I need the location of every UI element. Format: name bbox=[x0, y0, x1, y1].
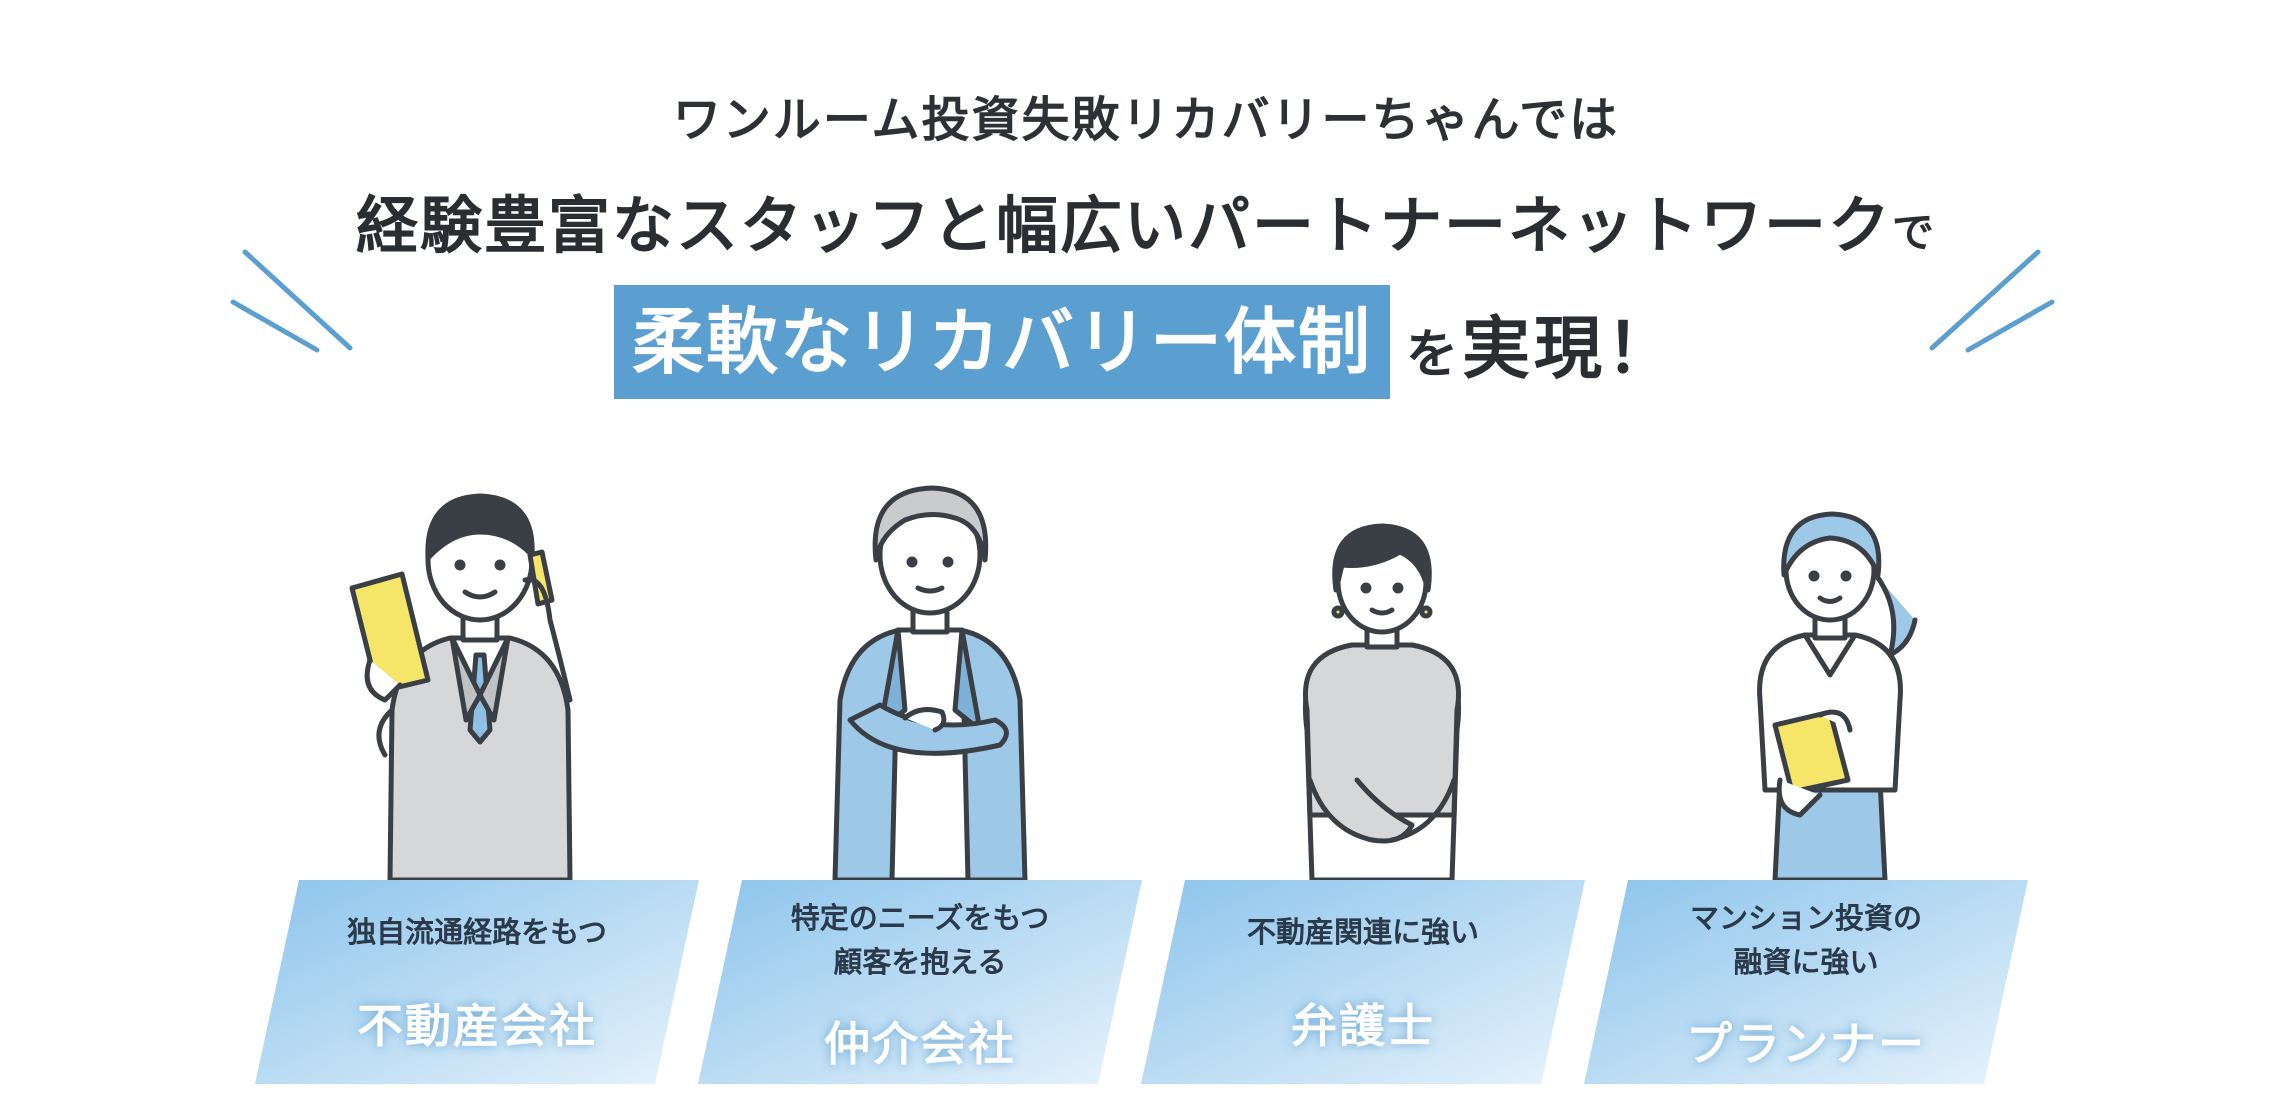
partner-card-real-estate: 独自流通経路をもつ 不動産会社 bbox=[255, 880, 699, 1084]
card-subtitle: マンション投資の bbox=[1689, 901, 1922, 935]
partner-card-brokerage: 特定のニーズをもつ 顧客を抱える 仲介会社 bbox=[698, 880, 1142, 1084]
card-background bbox=[1141, 880, 1585, 1084]
accent-lines-left-icon bbox=[230, 249, 353, 353]
headline-highlight: 柔軟なリカバリー体制 bbox=[613, 285, 1390, 399]
woman-holding-notebook-icon bbox=[1757, 511, 1918, 880]
partner-card-planner: マンション投資の 融資に強い プランナー bbox=[1584, 880, 2028, 1084]
card-subtitle-line2: 融資に強い bbox=[1733, 945, 1879, 979]
card-subtitle: 不動産関連に強い bbox=[1246, 915, 1479, 949]
card-background bbox=[1584, 880, 2028, 1084]
card-subtitle: 特定のニーズをもつ bbox=[790, 901, 1050, 935]
card-background bbox=[255, 880, 699, 1084]
man-crossed-arms-icon bbox=[832, 485, 1028, 880]
accent-lines-right-icon bbox=[1929, 249, 2055, 353]
card-subtitle: 独自流通経路をもつ bbox=[347, 915, 607, 949]
woman-short-hair-icon bbox=[1303, 523, 1461, 880]
card-title: プランナー bbox=[1686, 1017, 1926, 1071]
subtitle-main: 経験豊富なスタッフと幅広いパートナーネットワーク bbox=[355, 189, 1892, 262]
subtitle-suffix: で bbox=[1892, 208, 1937, 257]
partner-card-lawyer: 不動産関連に強い 弁護士 bbox=[1141, 880, 1585, 1084]
card-title: 弁護士 bbox=[1291, 999, 1435, 1053]
headline-end: 実現！ bbox=[1462, 309, 1679, 389]
card-title: 仲介会社 bbox=[824, 1017, 1016, 1071]
intro-line: ワンルーム投資失敗リカバリーちゃんでは bbox=[672, 92, 1620, 148]
card-background bbox=[698, 880, 1142, 1084]
headline-line: 柔軟なリカバリー体制 を実現！ bbox=[0, 282, 2292, 402]
card-subtitle-line2: 顧客を抱える bbox=[833, 945, 1007, 979]
card-title: 不動産会社 bbox=[357, 999, 597, 1053]
businessman-phone-tablet-icon bbox=[349, 493, 573, 880]
headline-particle: を bbox=[1405, 324, 1462, 385]
headline-rest: を実現！ bbox=[1406, 293, 1678, 392]
subtitle-line: 経験豊富なスタッフと幅広いパートナーネットワークで bbox=[0, 175, 2292, 265]
